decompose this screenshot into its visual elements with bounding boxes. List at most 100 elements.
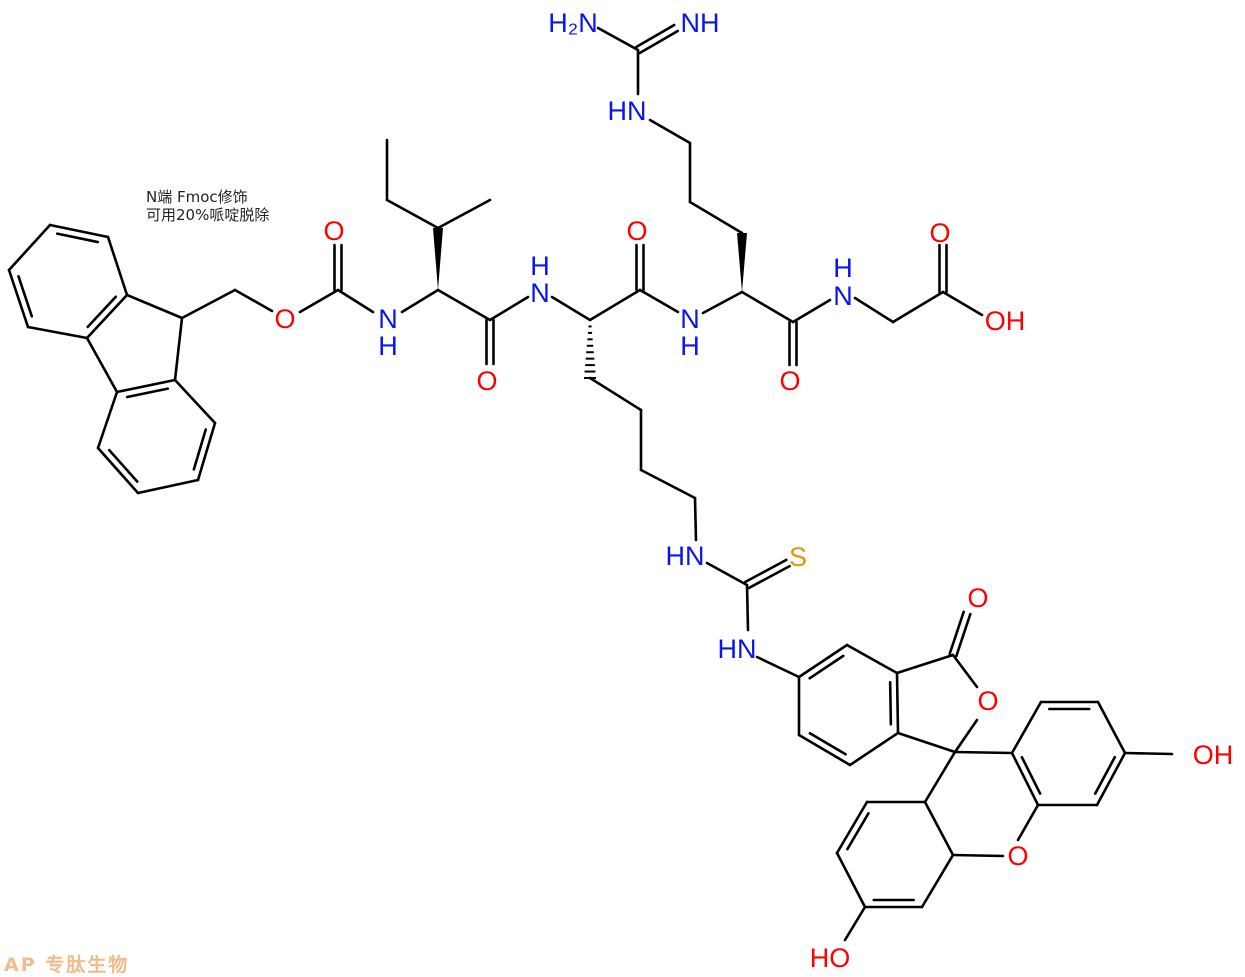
double-bond-inner bbox=[86, 295, 118, 329]
bond bbox=[895, 671, 900, 735]
nitrogen-label: HN bbox=[718, 634, 757, 664]
bond bbox=[1123, 751, 1174, 756]
oxygen-label: O bbox=[929, 218, 950, 248]
double-bond-inner bbox=[1020, 755, 1042, 795]
bond bbox=[953, 718, 979, 754]
double-bond-inner bbox=[55, 232, 100, 244]
bond bbox=[85, 293, 129, 340]
bond bbox=[639, 468, 697, 500]
bond bbox=[115, 378, 177, 394]
bond bbox=[336, 288, 375, 314]
nitrogen-label: N bbox=[680, 304, 700, 334]
bond bbox=[896, 731, 957, 754]
double-bond-inner bbox=[107, 448, 139, 483]
double-bond-inner bbox=[192, 428, 208, 471]
bond bbox=[895, 653, 955, 675]
oxygen-label: O bbox=[323, 216, 344, 246]
double-bond bbox=[955, 612, 972, 658]
wedge-bond bbox=[433, 228, 443, 290]
bond bbox=[648, 118, 692, 145]
bond bbox=[845, 643, 899, 675]
bond bbox=[400, 288, 440, 314]
bond bbox=[173, 316, 184, 382]
oxygen-label: HO bbox=[810, 943, 851, 973]
nitrogen-label: H bbox=[530, 251, 550, 281]
bond bbox=[835, 851, 867, 909]
bond bbox=[835, 800, 869, 855]
bond bbox=[436, 198, 492, 230]
nitrogen-label: H₂N bbox=[548, 8, 597, 38]
bond bbox=[941, 290, 984, 317]
double-bond-inner bbox=[808, 731, 847, 756]
oxygen-label: O bbox=[779, 366, 800, 396]
bond bbox=[920, 853, 955, 909]
nitrogen-label: H bbox=[680, 331, 700, 361]
bond bbox=[196, 421, 217, 482]
bond bbox=[797, 733, 852, 767]
nitrogen-label: H bbox=[833, 253, 853, 283]
double-bond bbox=[948, 610, 965, 656]
bond bbox=[755, 655, 801, 679]
double-bond-inner bbox=[17, 275, 34, 318]
bond bbox=[843, 905, 867, 942]
bond bbox=[488, 295, 530, 322]
bond bbox=[688, 200, 744, 235]
bond bbox=[125, 293, 184, 320]
double-bond-inner bbox=[808, 654, 845, 680]
bond bbox=[1096, 700, 1127, 755]
double-bond-inner bbox=[1093, 755, 1117, 795]
bond bbox=[85, 336, 119, 394]
sulfur-label: S bbox=[789, 542, 807, 572]
double-bond bbox=[747, 564, 791, 590]
bond bbox=[106, 235, 129, 297]
nitrogen-label: N bbox=[378, 304, 398, 334]
bond bbox=[797, 643, 849, 679]
nitrogen-label: H bbox=[378, 331, 398, 361]
double-bond bbox=[634, 23, 676, 49]
bond bbox=[953, 750, 1014, 755]
fmoc-annotation: N端 Fmoc修饰 可用20%哌啶脱除 bbox=[146, 188, 269, 224]
bond bbox=[26, 325, 89, 340]
oxygen-label: O bbox=[626, 216, 647, 246]
oxygen-label: O bbox=[1007, 841, 1028, 871]
bond bbox=[740, 290, 795, 324]
bond bbox=[951, 653, 979, 689]
oxygen-label: O bbox=[274, 304, 295, 334]
annotation-line-1: N端 Fmoc修饰 bbox=[146, 188, 248, 206]
bond bbox=[96, 390, 119, 450]
bond bbox=[951, 853, 1005, 858]
nitrogen-label: NH bbox=[681, 8, 720, 38]
bond bbox=[853, 296, 895, 324]
oxygen-label: OH bbox=[1193, 740, 1234, 770]
wedge-bond bbox=[737, 233, 747, 292]
bond bbox=[173, 378, 217, 425]
bond bbox=[588, 376, 643, 412]
bond bbox=[233, 288, 274, 313]
bond bbox=[1010, 700, 1043, 755]
bond bbox=[705, 561, 749, 587]
bond bbox=[1095, 751, 1127, 807]
bond bbox=[891, 290, 945, 324]
bond bbox=[791, 298, 832, 324]
bond bbox=[550, 295, 592, 322]
oxygen-label: O bbox=[476, 366, 497, 396]
nitrogen-label: HN bbox=[666, 541, 705, 571]
oxygen-label: O bbox=[967, 583, 988, 613]
double-bond bbox=[638, 29, 680, 55]
bond bbox=[298, 288, 340, 314]
bond bbox=[588, 288, 642, 322]
bond bbox=[745, 583, 750, 632]
bond bbox=[180, 288, 237, 320]
double-bond-inner bbox=[125, 387, 170, 399]
double-bond bbox=[744, 558, 788, 584]
bond bbox=[848, 731, 900, 767]
watermark-logo: AP 专肽生物 bbox=[4, 954, 130, 976]
nitrogen-label: HN bbox=[608, 96, 647, 126]
double-bond-inner bbox=[846, 812, 870, 851]
bond bbox=[96, 446, 140, 495]
bond bbox=[136, 478, 200, 495]
annotation-line-2: 可用20%哌啶脱除 bbox=[146, 206, 270, 224]
bond bbox=[638, 288, 680, 314]
